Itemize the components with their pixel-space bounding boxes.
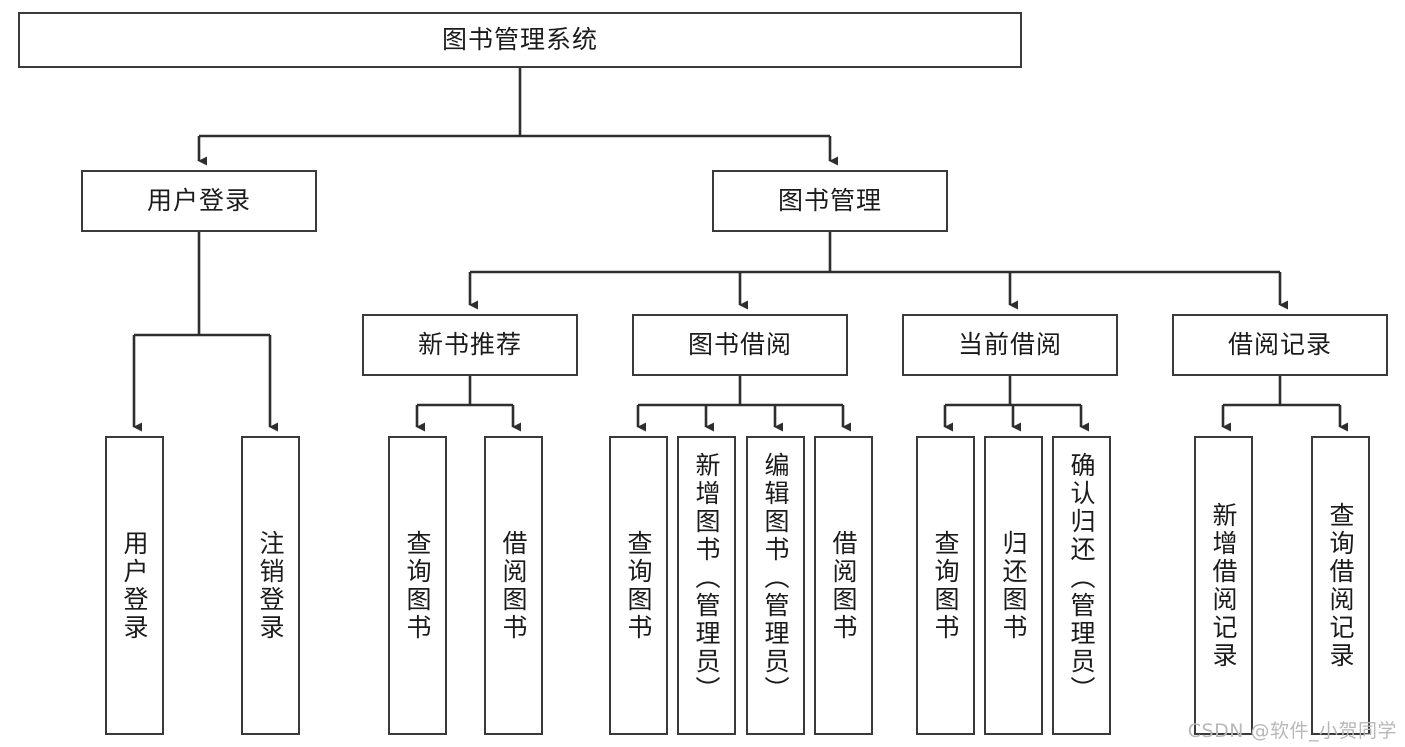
node-book-borrow[interactable]: 图书借阅 — [632, 314, 848, 376]
node-new-book-recommend[interactable]: 新书推荐 — [362, 314, 578, 376]
leaf-book-borrow-add-label: 新增图书（管理员） — [692, 452, 721, 704]
node-current-borrow[interactable]: 当前借阅 — [902, 314, 1118, 376]
leaf-current-borrow-return-label: 归还图书 — [999, 529, 1028, 642]
watermark: CSDN @软件_小贺同学 — [1187, 720, 1397, 742]
node-user-login[interactable]: 用户登录 — [81, 170, 317, 232]
leaf-new-book-borrow-label: 借阅图书 — [499, 529, 528, 642]
node-book-manage[interactable]: 图书管理 — [712, 170, 948, 232]
node-book-borrow-label: 图书借阅 — [687, 330, 792, 360]
leaf-borrow-record-add[interactable]: 新增借阅记录 — [1194, 436, 1253, 735]
leaf-user-login-logout[interactable]: 注销登录 — [241, 436, 300, 735]
leaf-book-borrow-borrow[interactable]: 借阅图书 — [814, 436, 873, 735]
node-new-book-recommend-label: 新书推荐 — [417, 330, 522, 360]
node-user-login-label: 用户登录 — [146, 186, 251, 216]
leaf-borrow-record-add-label: 新增借阅记录 — [1209, 501, 1238, 670]
leaf-book-borrow-borrow-label: 借阅图书 — [829, 529, 858, 642]
leaf-user-login-login-label: 用户登录 — [120, 529, 149, 642]
leaf-book-borrow-query-label: 查询图书 — [624, 529, 653, 642]
leaf-book-borrow-add[interactable]: 新增图书（管理员） — [677, 436, 736, 735]
leaf-borrow-record-query-label: 查询借阅记录 — [1326, 501, 1355, 670]
leaf-book-borrow-edit-label: 编辑图书（管理员） — [761, 452, 790, 704]
leaf-borrow-record-query[interactable]: 查询借阅记录 — [1311, 436, 1370, 735]
leaf-current-borrow-query-label: 查询图书 — [931, 529, 960, 642]
node-borrow-record[interactable]: 借阅记录 — [1172, 314, 1388, 376]
node-borrow-record-label: 借阅记录 — [1227, 330, 1332, 360]
leaf-current-borrow-return[interactable]: 归还图书 — [984, 436, 1043, 735]
node-current-borrow-label: 当前借阅 — [957, 330, 1062, 360]
leaf-book-borrow-edit[interactable]: 编辑图书（管理员） — [746, 436, 805, 735]
leaf-new-book-borrow[interactable]: 借阅图书 — [484, 436, 543, 735]
leaf-new-book-query-label: 查询图书 — [403, 529, 432, 642]
leaf-book-borrow-query[interactable]: 查询图书 — [609, 436, 668, 735]
leaf-current-borrow-query[interactable]: 查询图书 — [916, 436, 975, 735]
node-book-manage-label: 图书管理 — [777, 186, 882, 216]
node-root-system[interactable]: 图书管理系统 — [18, 12, 1022, 68]
leaf-current-borrow-confirm-label: 确认归还（管理员） — [1067, 452, 1096, 704]
node-root-system-label: 图书管理系统 — [441, 25, 598, 55]
leaf-user-login-login[interactable]: 用户登录 — [105, 436, 164, 735]
leaf-user-login-logout-label: 注销登录 — [256, 529, 285, 642]
leaf-current-borrow-confirm[interactable]: 确认归还（管理员） — [1052, 436, 1111, 735]
leaf-new-book-query[interactable]: 查询图书 — [388, 436, 447, 735]
